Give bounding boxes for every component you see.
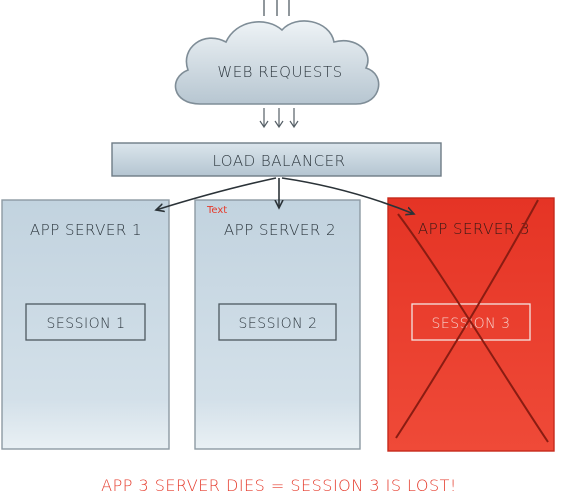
session-2-box [218, 303, 337, 341]
session-3-box [411, 303, 531, 341]
session-1-label: SESSION 1 [47, 316, 126, 332]
app-server-2: APP SERVER 2 SESSION 2 [194, 199, 361, 450]
app-server-3-title: APP SERVER 3 [418, 220, 530, 238]
session-2-label: SESSION 2 [239, 316, 318, 332]
caption: APP 3 SERVER DIES = SESSION 3 IS LOST! [101, 476, 457, 495]
app-server-1: APP SERVER 1 SESSION 1 [1, 199, 170, 450]
load-balancer-label: LOAD BALANCER [212, 152, 345, 170]
incoming-request-lines [263, 0, 290, 16]
cloud-label: WEB REQUESTS [217, 63, 342, 81]
server-failed-x-mark [395, 199, 549, 443]
session-1-box [25, 303, 146, 341]
text-annotation: Text [206, 205, 227, 216]
app-server-2-title: APP SERVER 2 [224, 221, 336, 239]
web-requests-cloud: WEB REQUESTS [174, 20, 380, 105]
load-balancer: LOAD BALANCER [111, 142, 442, 177]
balancer-to-server-arrows [156, 177, 414, 214]
app-server-1-title: APP SERVER 1 [30, 221, 142, 239]
cloud-to-balancer-arrows [259, 108, 299, 129]
app-server-3: APP SERVER 3 SESSION 3 [387, 197, 555, 452]
session-3-label: SESSION 3 [432, 316, 511, 332]
